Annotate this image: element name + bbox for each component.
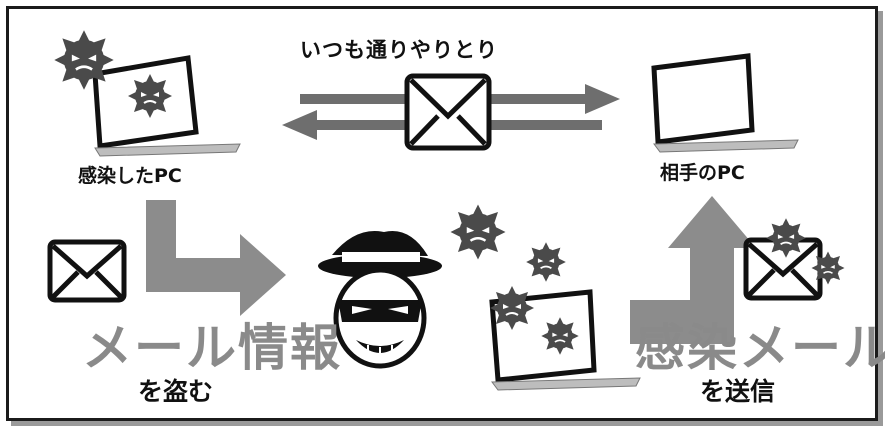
envelope-icon	[743, 237, 823, 301]
partner-pc-label: 相手のPC	[660, 162, 745, 184]
exchange-label: いつも通りやりとり	[300, 38, 498, 62]
infected-pc-label: 感染したPC	[78, 165, 182, 187]
virus-icon	[52, 28, 116, 92]
hacker-icon	[318, 230, 442, 369]
virus-icon	[540, 316, 580, 356]
mail-info-label: メール情報	[82, 319, 342, 377]
virus-icon	[127, 73, 173, 119]
laptop-icon	[651, 53, 799, 153]
envelope-icon	[404, 73, 492, 151]
send-label: を送信	[700, 377, 776, 406]
arrow-icon	[146, 200, 286, 316]
envelope-icon	[47, 239, 127, 303]
laptop-icon	[92, 55, 241, 157]
virus-icon	[525, 241, 567, 283]
infect-mail-label: 感染メール	[635, 319, 885, 377]
steal-label: を盗む	[138, 377, 214, 406]
virus-icon	[765, 217, 807, 259]
arrow-icon	[630, 196, 756, 344]
virus-icon	[449, 203, 507, 261]
virus-icon	[489, 285, 535, 331]
virus-icon	[810, 250, 846, 286]
